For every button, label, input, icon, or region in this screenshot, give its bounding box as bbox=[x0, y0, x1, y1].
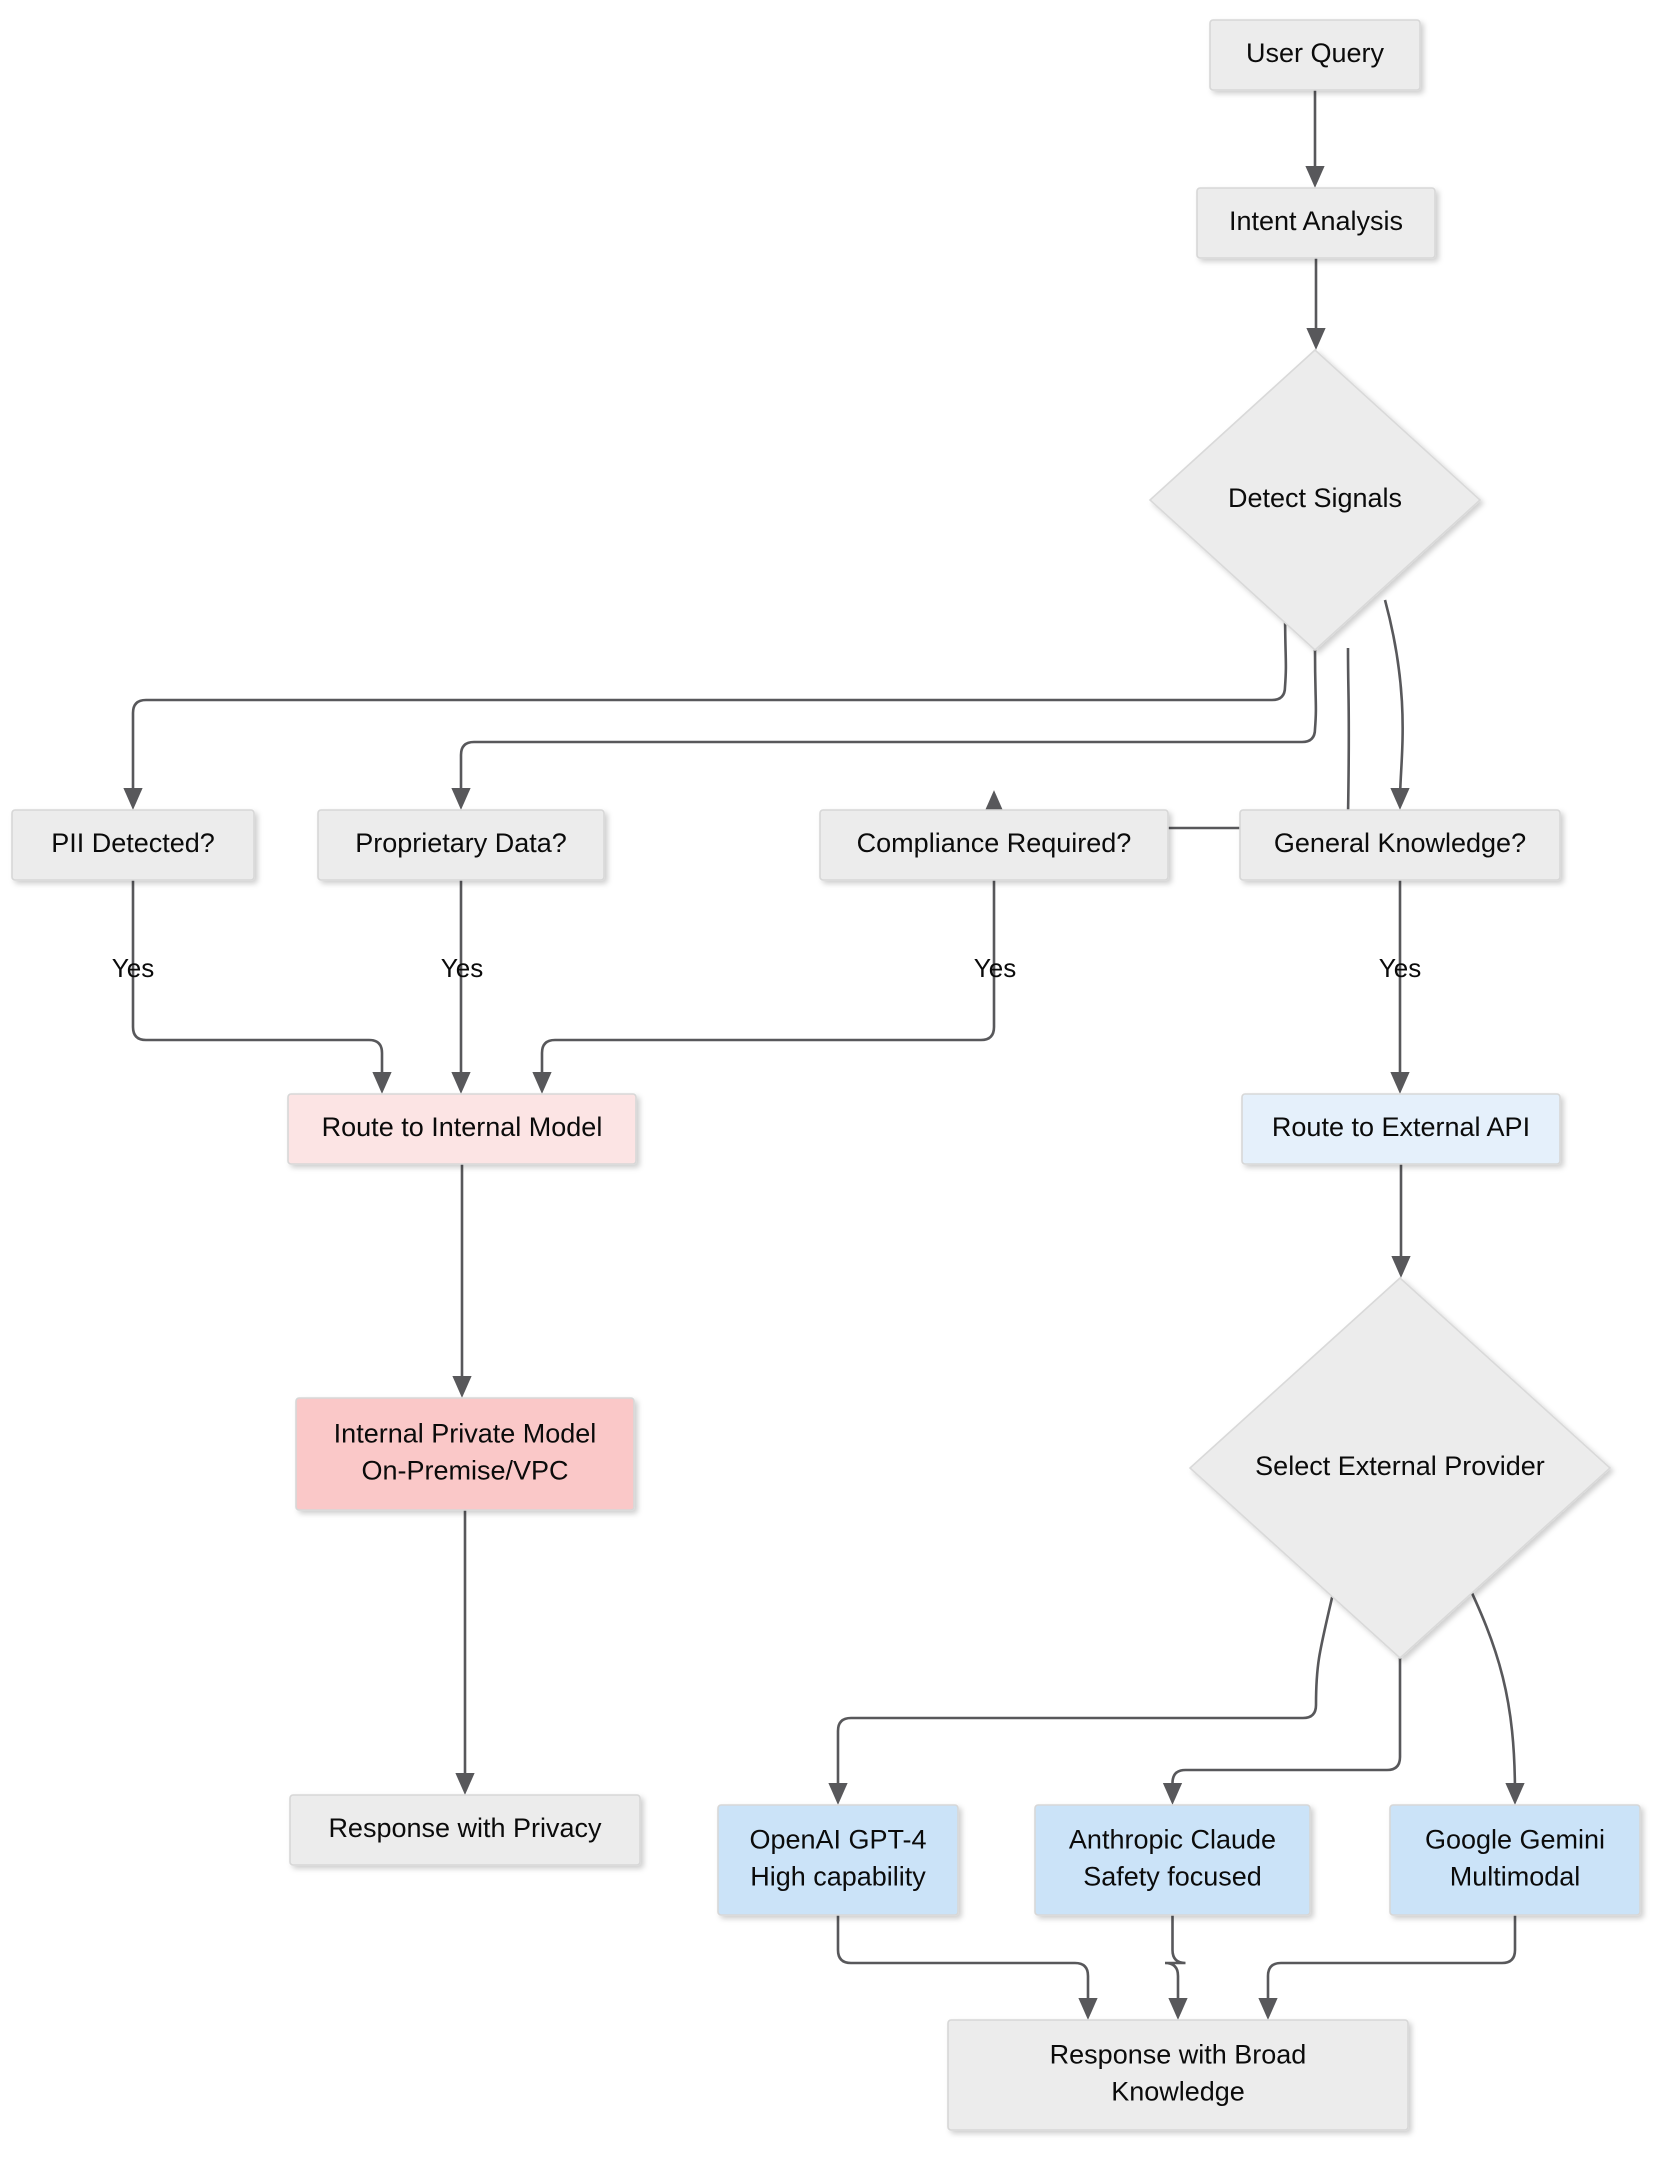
node-shape-rect bbox=[1196, 187, 1436, 259]
node-shape-rect bbox=[1389, 1804, 1641, 1916]
node-shape-rect bbox=[1209, 19, 1421, 91]
node-label-intent_analysis: Intent Analysis bbox=[1229, 206, 1403, 236]
node-label-proprietary_data: Proprietary Data? bbox=[355, 828, 567, 858]
edge-label-layer: Yes Yes Yes Yes bbox=[112, 953, 1421, 983]
node-label-compliance_req: Compliance Required? bbox=[857, 828, 1132, 858]
edge-select-anthropic bbox=[1162, 1658, 1402, 1805]
node-shape-rect bbox=[717, 1804, 959, 1916]
edge-anthropic-response bbox=[1164, 1915, 1188, 2020]
edge-openai-response bbox=[836, 1915, 1098, 2020]
node-label-route_external: Route to External API bbox=[1272, 1112, 1530, 1142]
node-shape-rect bbox=[1239, 809, 1561, 881]
edge-label-yes_compliance: Yes bbox=[974, 953, 1016, 983]
node-label-user_query: User Query bbox=[1246, 38, 1385, 68]
node-shape-rect bbox=[11, 809, 255, 881]
node-detect_signals[interactable]: Detect Signals bbox=[1148, 348, 1482, 652]
node-route_external[interactable]: Route to External API bbox=[1241, 1093, 1561, 1165]
node-route_internal[interactable]: Route to Internal Model bbox=[287, 1093, 637, 1165]
node-label-response_privacy: Response with Privacy bbox=[328, 1813, 602, 1843]
node-shape-rect bbox=[289, 1794, 641, 1866]
node-shape-rect bbox=[1034, 1804, 1311, 1916]
node-shape-rect bbox=[947, 2019, 1409, 2131]
node-label-pii_detected: PII Detected? bbox=[51, 828, 215, 858]
edge-detect-general bbox=[1383, 599, 1410, 810]
edge-select-openai bbox=[828, 1571, 1340, 1805]
node-compliance_req[interactable]: Compliance Required? bbox=[819, 809, 1169, 881]
node-intent_analysis[interactable]: Intent Analysis bbox=[1196, 187, 1436, 259]
node-shape-rect bbox=[317, 809, 605, 881]
node-pii_detected[interactable]: PII Detected? bbox=[11, 809, 255, 881]
node-select_provider[interactable]: Select External Provider bbox=[1188, 1276, 1612, 1660]
edge-compliance-route-internal bbox=[532, 880, 996, 1094]
edge-gemini-response bbox=[1258, 1915, 1517, 2020]
node-shape-rect bbox=[295, 1397, 635, 1511]
edge-label-yes_proprietary: Yes bbox=[441, 953, 483, 983]
edge-select-gemini bbox=[1460, 1571, 1525, 1805]
node-general_knowledge[interactable]: General Knowledge? bbox=[1239, 809, 1561, 881]
node-response_privacy[interactable]: Response with Privacy bbox=[289, 1794, 641, 1866]
edge-detect-pii bbox=[123, 604, 1288, 810]
node-label-route_internal: Route to Internal Model bbox=[322, 1112, 603, 1142]
edge-label-yes_pii: Yes bbox=[112, 953, 154, 983]
node-label-general_knowledge: General Knowledge? bbox=[1274, 828, 1526, 858]
node-proprietary_data[interactable]: Proprietary Data? bbox=[317, 809, 605, 881]
node-label-detect_signals: Detect Signals bbox=[1228, 483, 1402, 513]
node-shape-diamond bbox=[1188, 1276, 1612, 1660]
node-shape-rect bbox=[1241, 1093, 1561, 1165]
edge-detect-proprietary bbox=[451, 647, 1318, 810]
edge-pii-route-internal bbox=[131, 880, 392, 1094]
edge-label-yes_general: Yes bbox=[1379, 953, 1421, 983]
node-label-select_provider: Select External Provider bbox=[1255, 1451, 1545, 1481]
node-shape-rect bbox=[287, 1093, 637, 1165]
node-user_query[interactable]: User Query bbox=[1209, 19, 1421, 91]
node-shape-rect bbox=[819, 809, 1169, 881]
node-shape-diamond bbox=[1148, 348, 1482, 652]
